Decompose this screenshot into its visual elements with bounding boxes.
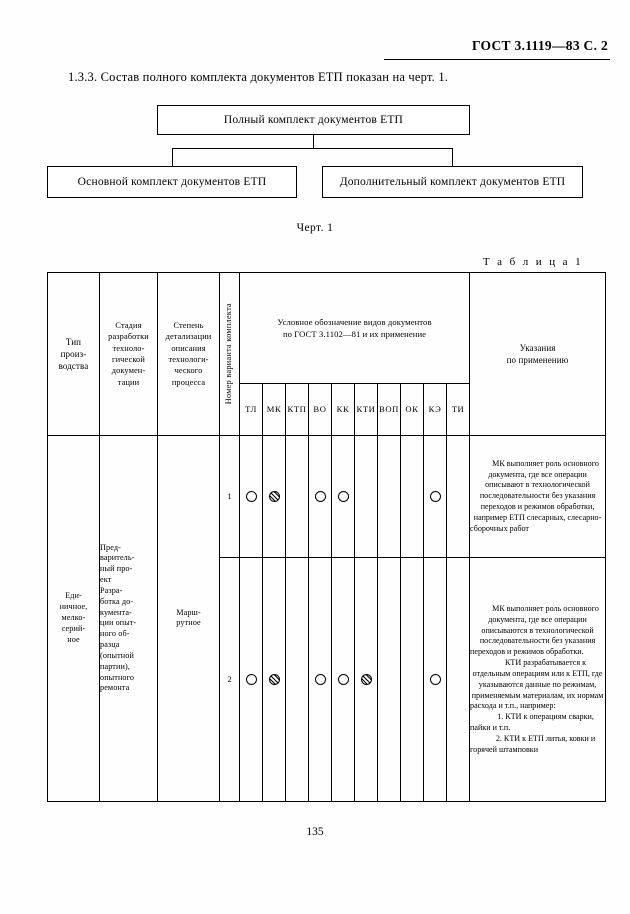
mark-hatched-circle-icon: [268, 491, 280, 503]
figure-caption: Черт. 1: [296, 222, 334, 234]
mark-cell-ok: [400, 434, 424, 559]
mark-cell-ti: [445, 557, 471, 802]
mark-cell-vop: [377, 434, 401, 559]
instructions-paragraph: МК выполняет роль основного документа, г…: [470, 458, 602, 533]
th-code-ke: КЭ: [423, 383, 447, 436]
documents-table: Тип произ- водства Стадия разработки тех…: [47, 271, 607, 803]
intro-paragraph: 1.3.3. Состав полного комплекта документ…: [68, 70, 449, 84]
mark-cell-vo: [308, 557, 332, 802]
diagram-connector-stem: [313, 135, 315, 148]
instructions-paragraph: 1. КТИ к операциям сварки, пайки и т.п.: [470, 712, 594, 733]
mark-hatched-circle-icon: [360, 674, 372, 686]
mark-cell-kti: [354, 557, 378, 802]
mark-cell-ktp: [285, 557, 309, 802]
mark-open-circle-icon: [337, 674, 349, 686]
mark-cell-vop: [377, 557, 401, 802]
table-row: Еди- ничное, мелко- серий- ное Пред- вар…: [47, 434, 607, 803]
th-documents-group: Условное обозначение видов документов по…: [238, 271, 471, 385]
table-header-row-group: Тип произ- водства Стадия разработки тех…: [47, 271, 607, 436]
cell-variant-number: 2: [219, 557, 240, 802]
mark-open-circle-icon: [314, 674, 326, 686]
mark-open-circle-icon: [429, 674, 441, 686]
cell-instructions: МК выполняет роль основного документа, г…: [469, 557, 607, 802]
cell-instructions: МК выполняет роль основного документа, г…: [469, 434, 607, 559]
mark-cell-ktp: [285, 434, 309, 559]
th-variant-number-label: Номер варианта комплекта: [224, 303, 234, 405]
cell-development-stage: Пред- варитель- ный про- ект Разра- ботк…: [99, 434, 158, 803]
cell-detail-degree: Марш- рутное: [157, 434, 220, 803]
th-code-tl: ТЛ: [239, 383, 263, 436]
cell-production-type: Еди- ничное, мелко- серий- ное: [47, 434, 100, 803]
mark-hatched-circle-icon: [268, 674, 280, 686]
cell-variant-number: 1: [219, 434, 240, 559]
diagram-box-additional-set: Дополнительный комплект документов ЕТП: [322, 166, 583, 198]
mark-open-circle-icon: [314, 491, 326, 503]
diagram-connector-left: [172, 148, 174, 166]
mark-cell-tl: [239, 434, 263, 559]
mark-cell-mk: [262, 557, 286, 802]
th-code-ok: ОК: [400, 383, 424, 436]
th-code-ti: ТИ: [445, 383, 471, 436]
mark-cell-ke: [423, 434, 447, 559]
mark-cell-kti: [354, 434, 378, 559]
standard-reference: ГОСТ 3.1119—83 С. 2: [471, 38, 608, 53]
table-container: Тип произ- водства Стадия разработки тех…: [47, 271, 607, 803]
mark-cell-vo: [308, 434, 332, 559]
th-code-ktp: КТП: [285, 383, 309, 436]
instructions-paragraph: КТИ разрабатывается к отдельным операция…: [470, 658, 604, 711]
mark-cell-tl: [239, 557, 263, 802]
page-number: 135: [306, 826, 324, 838]
th-detail-degree: Степень детализации описания технологи- …: [157, 272, 220, 436]
th-variant-number: Номер варианта комплекта: [219, 272, 240, 436]
th-production-type: Тип произ- водства: [47, 272, 100, 436]
th-code-vo: ВО: [308, 383, 332, 436]
instructions-paragraph: МК выполняет роль основного документа, г…: [470, 603, 599, 657]
mark-open-circle-icon: [245, 674, 257, 686]
structure-diagram: Полный комплект документов ЕТП Основной …: [0, 100, 630, 210]
th-code-mk: МК: [262, 383, 286, 436]
diagram-box-full-set: Полный комплект документов ЕТП: [157, 105, 470, 135]
table-row: 2 МК выполняет роль основного документа,…: [48, 557, 607, 802]
header-rule: [384, 59, 610, 60]
diagram-box-main-set: Основной комплект документов ЕТП: [47, 166, 297, 198]
diagram-connector-bus: [172, 148, 453, 150]
mark-cell-kk: [331, 557, 355, 802]
mark-cell-kk: [331, 434, 355, 559]
mark-open-circle-icon: [337, 491, 349, 503]
mark-cell-mk: [262, 434, 286, 559]
diagram-connector-right: [452, 148, 454, 166]
th-code-vop: ВОП: [377, 383, 401, 436]
table-header-row-codes: ТЛ МК КТП ВО КК КТИ ВОП ОК КЭ ТИ: [48, 383, 606, 436]
th-development-stage: Стадия разработки техноло- гической доку…: [99, 272, 158, 436]
mark-open-circle-icon: [245, 491, 257, 503]
mark-cell-ke: [423, 557, 447, 802]
instructions-paragraph: 2. КТИ к ЕТП литья, ковки и горячей штам…: [470, 733, 596, 754]
mark-cell-ti: [445, 434, 471, 559]
table-caption: Т а б л и ц а 1: [482, 256, 583, 268]
th-code-kk: КК: [331, 383, 355, 436]
page-header: ГОСТ 3.1119—83 С. 2: [0, 38, 610, 60]
th-instructions: Указания по применению: [469, 272, 607, 436]
mark-cell-ok: [400, 557, 424, 802]
th-code-kti: КТИ: [354, 383, 378, 436]
mark-open-circle-icon: [429, 491, 441, 503]
